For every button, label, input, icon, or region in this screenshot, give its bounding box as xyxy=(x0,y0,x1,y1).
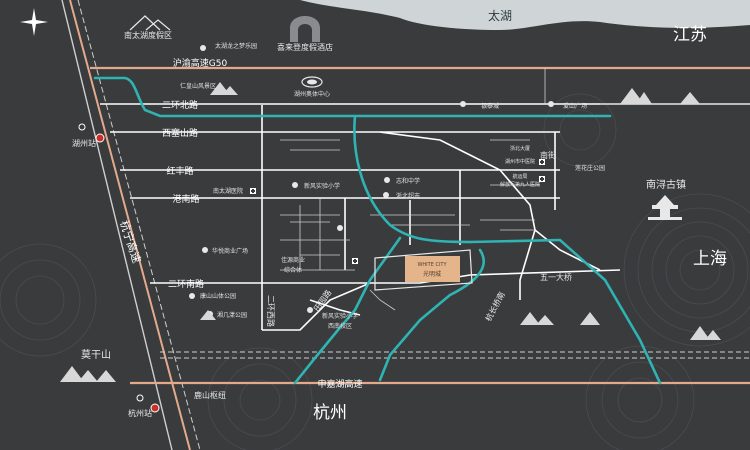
project-name-en: WHITE CITY xyxy=(417,262,447,268)
road-erhuan-south: 二环南路 xyxy=(168,278,204,290)
region-nanxun: 南浔古镇 xyxy=(646,178,686,191)
station-lushan: 鹿山枢纽 xyxy=(194,390,226,400)
mountain-icon xyxy=(60,82,721,382)
railway-lines xyxy=(61,0,201,450)
road-g50: 沪渝高速G50 xyxy=(173,57,228,69)
region-jiangsu: 江苏 xyxy=(673,25,707,45)
hospital-icon xyxy=(250,188,256,194)
poi-pedestrian: 航运局 xyxy=(512,173,527,180)
poi-jiayuan-2: 综合体 xyxy=(284,266,302,274)
highways xyxy=(90,66,750,385)
region-shanghai: 上海 xyxy=(693,249,727,269)
hospital-icon xyxy=(352,258,358,264)
dashed-expressway xyxy=(160,351,750,359)
hospital-icon xyxy=(539,159,545,165)
hospital-icons xyxy=(250,159,545,264)
horseshoe-hotel-icon xyxy=(290,16,320,42)
poi-xinfeng-west-1: 新风实验小学 xyxy=(322,312,358,320)
school-icon xyxy=(200,45,206,51)
road-nanjie: 南街 xyxy=(540,150,556,160)
school-icons xyxy=(189,45,554,317)
poi-xinfeng-west-2: 西南校区 xyxy=(328,322,352,330)
project-name-cn: 光明城 xyxy=(423,270,441,278)
school-icon xyxy=(460,101,466,107)
poi-jiayuan-1: 佳源商业 xyxy=(281,256,305,264)
project-plot: WHITE CITY 光明城 xyxy=(374,249,473,291)
road-xisaishan: 西塞山路 xyxy=(162,127,198,139)
road-gangnan: 港南路 xyxy=(172,193,199,205)
metro-lines xyxy=(93,76,662,385)
poi-xiangjibang-park: 湘几漾公园 xyxy=(217,311,247,319)
poi-zhehe: 志和中学 xyxy=(396,177,420,185)
school-icon xyxy=(292,182,298,188)
region-hangzhou: 杭州 xyxy=(313,403,347,423)
school-icon xyxy=(384,177,390,183)
school-icon xyxy=(202,247,208,253)
poi-zhebei: 浙北超市 xyxy=(396,192,420,200)
poi-dream-park: 太湖龙之梦乐园 xyxy=(215,42,257,50)
poi-south-taihu-resort: 南太湖度假区 xyxy=(124,30,172,40)
poi-kangshan-park: 康山山体公园 xyxy=(200,292,236,300)
region-moganshan: 莫干山 xyxy=(81,349,111,361)
pagoda-icon xyxy=(648,195,682,220)
school-icon xyxy=(307,307,313,313)
road-erhuan-north: 二环北路 xyxy=(162,99,198,111)
contour-decoration xyxy=(0,93,750,450)
poi-aishan: 爱山广场 xyxy=(563,102,587,110)
poi-yintai: 银泰城 xyxy=(481,102,499,110)
poi-lianhua-park: 莲花庄公园 xyxy=(575,164,605,172)
region-taihu: 太湖 xyxy=(488,8,512,23)
road-hongfeng: 红丰路 xyxy=(166,165,193,177)
poi-zhebei-building: 浙北大厦 xyxy=(510,145,530,152)
taihu-lake xyxy=(300,0,750,30)
stadium-icon xyxy=(301,76,323,88)
minor-roads xyxy=(280,68,750,311)
poi-huayue: 华悦商业广场 xyxy=(212,247,248,255)
road-shenjiahu: 申嘉湖高速 xyxy=(317,378,362,390)
poi-xinfeng-school: 新风实验小学 xyxy=(304,182,340,190)
poi-ninth-hospital: 解放军第九人医院 xyxy=(500,181,540,188)
school-icon xyxy=(383,192,389,198)
road-hangchang-lane: 杭长桥南 xyxy=(483,290,507,323)
school-icon xyxy=(189,293,195,299)
station-huzhou: 湖州站 xyxy=(72,138,96,148)
poi-central-hospital: 湖州市中医院 xyxy=(505,158,535,165)
poi-olympic: 湖州奥体中心 xyxy=(294,90,330,98)
school-icon xyxy=(337,225,343,231)
main-roads xyxy=(100,103,750,331)
poi-renhuangshan: 仁皇山风景区 xyxy=(180,82,216,90)
poi-nantaihu-hospital: 南太湖医院 xyxy=(213,187,243,195)
road-wuyi-bridge: 五一大桥 xyxy=(540,272,572,282)
north-star-icon xyxy=(20,8,48,36)
house-roof-icon xyxy=(129,15,171,31)
school-icon xyxy=(548,101,554,107)
station-hangzhou: 杭州站 xyxy=(128,408,152,418)
road-erhuan-west: 二环西路 xyxy=(266,295,276,327)
hospital-icon xyxy=(539,176,545,182)
station-icon xyxy=(78,123,160,413)
poi-xilai-hotel: 喜来登度假酒店 xyxy=(277,42,333,52)
